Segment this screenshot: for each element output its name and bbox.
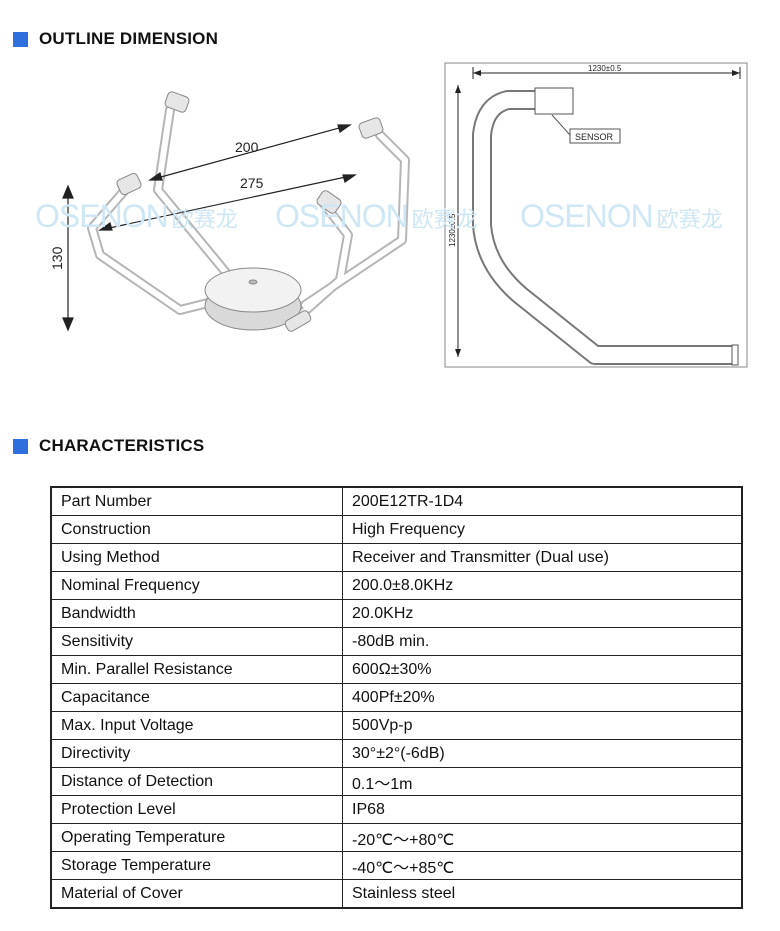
- section-title-characteristics: CHARACTERISTICS: [39, 436, 205, 455]
- spec-key: Sensitivity: [50, 627, 343, 656]
- outline-drawing-right: SENSOR 1230±0.5 1230±0.5: [444, 62, 748, 368]
- spec-key: Capacitance: [50, 683, 343, 712]
- spec-value: 400Pf±20%: [342, 683, 743, 712]
- spec-key: Protection Level: [50, 795, 343, 824]
- dimension-top-label: 1230±0.5: [588, 64, 622, 73]
- dimension-130-label: 130: [49, 246, 65, 270]
- section-bullet-icon: [13, 438, 28, 454]
- spec-value: 600Ω±30%: [342, 655, 743, 684]
- sensor-label: SENSOR: [575, 132, 614, 142]
- spec-value: -40℃～+85℃: [342, 851, 743, 880]
- spec-value: 30°±2°(-6dB): [342, 739, 743, 768]
- table-row: Storage Temperature-40℃～+85℃: [50, 851, 743, 880]
- section-bullet-icon: [13, 31, 28, 47]
- dimension-200-label: 200: [235, 139, 259, 155]
- spec-value: Stainless steel: [342, 879, 743, 909]
- spec-key: Using Method: [50, 543, 343, 572]
- dimension-275-label: 275: [240, 175, 264, 191]
- spec-value: 200.0±8.0KHz: [342, 571, 743, 600]
- spec-key: Part Number: [50, 486, 343, 516]
- dimension-side-label: 1230±0.5: [448, 213, 457, 247]
- section-header-characteristics: CHARACTERISTICS: [13, 436, 204, 456]
- spec-key: Max. Input Voltage: [50, 711, 343, 740]
- spec-value: -80dB min.: [342, 627, 743, 656]
- spec-value: -20℃～+80℃: [342, 823, 743, 852]
- spec-value: IP68: [342, 795, 743, 824]
- table-row: Sensitivity-80dB min.: [50, 627, 743, 656]
- table-row: Operating Temperature-20℃～+80℃: [50, 823, 743, 852]
- section-header-outline: OUTLINE DIMENSION: [13, 29, 218, 49]
- spec-key: Bandwidth: [50, 599, 343, 628]
- spec-key: Operating Temperature: [50, 823, 343, 852]
- section-title-outline: OUTLINE DIMENSION: [39, 29, 219, 48]
- spec-value: 500Vp-p: [342, 711, 743, 740]
- spec-value: 0.1～1m: [342, 767, 743, 796]
- spec-value: 200E12TR-1D4: [342, 486, 743, 516]
- spec-key: Construction: [50, 515, 343, 544]
- spec-key: Material of Cover: [50, 879, 343, 909]
- spec-value: Receiver and Transmitter (Dual use): [342, 543, 743, 572]
- spec-key: Storage Temperature: [50, 851, 343, 880]
- spec-key: Distance of Detection: [50, 767, 343, 796]
- spec-value: High Frequency: [342, 515, 743, 544]
- spec-value: 20.0KHz: [342, 599, 743, 628]
- spec-key: Min. Parallel Resistance: [50, 655, 343, 684]
- spec-key: Nominal Frequency: [50, 571, 343, 600]
- outline-drawing-left: 200 275 130: [49, 91, 410, 332]
- spec-key: Directivity: [50, 739, 343, 768]
